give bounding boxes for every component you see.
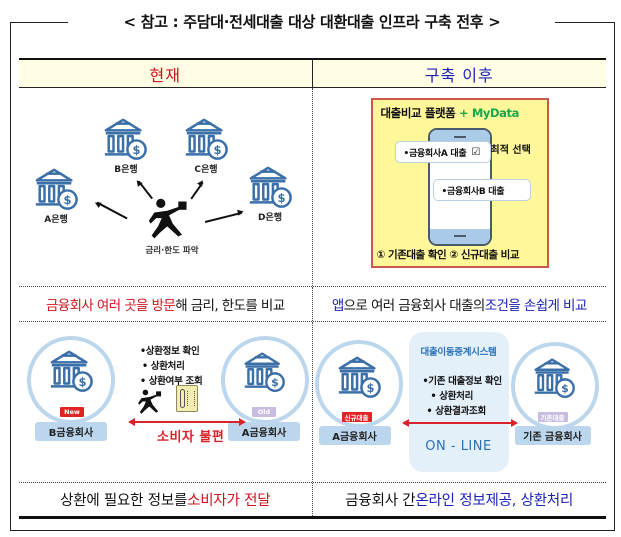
old-tag: Old [252, 407, 276, 417]
summary-current-1-emphasis: 금융회사 여러 곳을 방문 [45, 298, 176, 314]
person-caption: 금리·한도 파악 [145, 246, 199, 256]
new-firm-label: B금융회사 [35, 422, 107, 441]
new-firm-label: A금융회사 [318, 426, 391, 445]
bank-b-label: B은행 [114, 165, 138, 175]
arrow-to-bank-a [96, 202, 128, 220]
frame-top-line-left [10, 22, 68, 23]
page-title: < 참고 : 주담대·전세대출 대상 대환대출 인프라 구축 전후 > [123, 13, 501, 31]
arrow-to-bank-d [204, 211, 243, 223]
summary-after-2-emphasis: 온라인 정보제공, 상환처리 [415, 493, 574, 509]
bank-d-label: D은행 [257, 213, 283, 223]
summary-row-2: 상환에 필요한 정보를 소비자가 전달 금융회사 간 온라인 정보제공, 상환처… [19, 482, 606, 519]
option-b-bubble: •금융회사B 대출 [432, 179, 531, 201]
summary-current-2: 상환에 필요한 정보를 소비자가 전달 [19, 483, 313, 516]
option-a-bubble: •금융회사A 대출 ☑ [394, 141, 491, 163]
old-firm-label: 기존 금융회사 [514, 426, 591, 445]
double-arrow-red [128, 417, 246, 426]
step-1: •기존 대출정보 확인 [422, 376, 503, 387]
summary-current-1-rest: 해 금리, 한도를 비교 [175, 298, 285, 314]
outer-frame [10, 22, 615, 531]
current-banks-illustration: A은행 B은행 C은행 D은행 금리·한도 파악 [19, 88, 313, 286]
repay-steps-current: •상환정보 확인 • 상환처리 • 상환여부 조회 [140, 344, 203, 389]
repay-current-illustration: New B금융회사 Old A금융회사 •상환정보 확인 • 상환처리 • 상환… [19, 322, 313, 482]
step-3: • 상환결과조회 [426, 406, 487, 417]
bank-c-label: C은행 [194, 165, 218, 175]
system-title: 대출이동중계시스템 [420, 347, 497, 358]
bank-c-icon [183, 116, 229, 162]
bank-dollar-icon [532, 356, 576, 400]
summary-after-2: 금융회사 간 온라인 정보제공, 상환처리 [313, 483, 607, 516]
platform-title: 대출비교 플랫폼 + MyData [380, 105, 520, 121]
loan-transfer-system-box: 대출이동중계시스템 •기존 대출정보 확인 • 상환처리 • 상환결과조회 ON… [408, 332, 509, 472]
old-firm-label: A금융회사 [228, 422, 300, 441]
frame-top-line-right [555, 22, 615, 23]
new-loan-tag: 신규대출 [341, 412, 372, 422]
step-2: • 상환처리 [142, 361, 185, 372]
summary-after-1-emphasis: 조건을 손쉽게 비교 [484, 298, 588, 314]
comparison-table: 현재 구축 이후 A은행 B은행 C은행 D은행 금리·한도 파악 대출비교 플… [19, 58, 606, 519]
online-label: ON - LINE [425, 439, 492, 454]
loan-comparison-platform: 대출비교 플랫폼 + MyData •금융회사A 대출 ☑ •금융회사B 대출 … [370, 98, 549, 268]
bank-dollar-icon [336, 354, 382, 400]
repay-steps-after: •기존 대출정보 확인 • 상환처리 • 상환결과조회 [422, 374, 503, 419]
bank-dollar-icon [48, 348, 94, 394]
summary-after-2-rest: 금융회사 간 [345, 493, 416, 509]
bank-d-icon [247, 164, 293, 210]
platform-footer: ① 기존대출 확인 ② 신규대출 비교 [376, 249, 520, 261]
header-current: 현재 [19, 60, 313, 87]
fax-phone-icon [176, 385, 198, 412]
option-a-label: •금융회사A 대출 [403, 148, 467, 159]
repay-after-illustration: 대출이동중계시스템 •기존 대출정보 확인 • 상환처리 • 상환결과조회 ON… [313, 322, 607, 482]
platform-title-main: 대출비교 플랫폼 [380, 106, 456, 120]
step-3: • 상환여부 조회 [140, 376, 203, 387]
option-b-label: •금융회사B 대출 [441, 186, 505, 197]
summary-current-2-emphasis: 소비자가 전달 [187, 493, 271, 509]
running-person-briefcase-icon [147, 196, 193, 242]
illustration-row-1: A은행 B은행 C은행 D은행 금리·한도 파악 대출비교 플랫폼 + MyDa… [19, 88, 606, 286]
running-person-icon [137, 388, 165, 416]
bank-a-icon [33, 166, 79, 212]
new-tag: New [60, 407, 84, 417]
illustration-row-2: New B금융회사 Old A금융회사 •상환정보 확인 • 상환처리 • 상환… [19, 322, 606, 482]
header-row: 현재 구축 이후 [19, 58, 606, 88]
bank-a-label: A은행 [44, 215, 68, 225]
summary-current-2-rest: 상환에 필요한 정보를 [60, 493, 188, 509]
step-2: • 상환처리 [430, 391, 474, 402]
double-arrow-red [401, 418, 518, 427]
bank-b-icon [102, 116, 148, 162]
phone-bottom-bar [429, 229, 490, 244]
platform-illustration: 대출비교 플랫폼 + MyData •금융회사A 대출 ☑ •금융회사B 대출 … [313, 88, 607, 286]
summary-after-1-app: 앱 [331, 298, 344, 314]
step-1: •상환정보 확인 [140, 346, 200, 357]
checkbox-checked-icon: ☑ [471, 146, 481, 158]
header-after: 구축 이후 [424, 65, 494, 85]
old-loan-tag: 기존대출 [537, 412, 568, 422]
consumer-inconvenience: 소비자 불편 [157, 430, 225, 445]
bank-dollar-icon [242, 350, 286, 394]
optimal-choice-label: 최적 선택 [490, 145, 531, 156]
summary-after-1-middle: 으로 여러 금융회사 대출의 [343, 298, 486, 314]
mydata-label: + MyData [458, 106, 519, 120]
